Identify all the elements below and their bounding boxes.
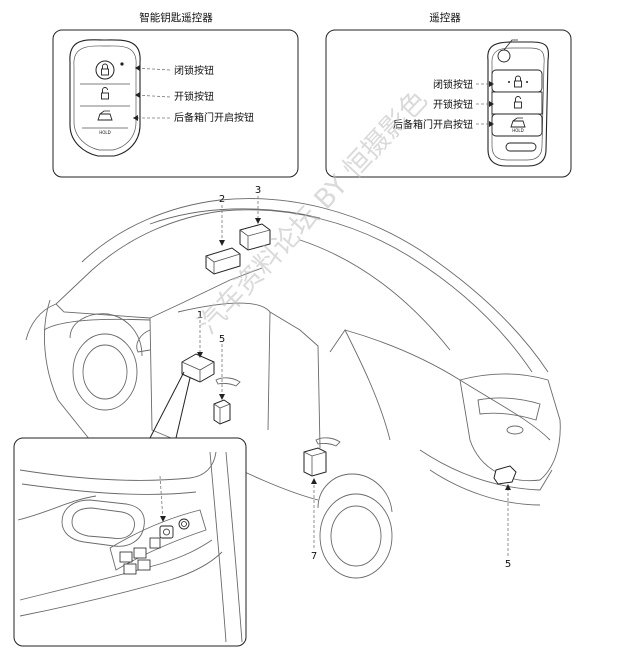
- callout-5-tailgate: 5: [505, 559, 511, 570]
- remote-fob: HOLD: [487, 39, 550, 167]
- hold-text: HOLD: [99, 130, 110, 135]
- module-1: [181, 353, 215, 383]
- door-lock-switch: [159, 518, 190, 539]
- smart-key-unlock-label: 开锁按钮: [174, 90, 214, 103]
- module-5-door: [213, 399, 231, 425]
- callout-2: 2: [219, 194, 225, 205]
- module-3: [239, 223, 271, 251]
- remote-hold-text: HOLD: [512, 128, 523, 133]
- smart-key-fob: HOLD: [69, 39, 141, 157]
- door-switch-inset: [13, 371, 247, 647]
- smart-key-trunk-label: 后备箱门开启按钮: [174, 111, 254, 124]
- remote-unlock-icon: [514, 96, 522, 109]
- remote-title: 遥控器: [429, 11, 461, 24]
- car-illustration: [25, 198, 561, 579]
- remote-trunk-icon: [510, 117, 526, 128]
- module-7: [303, 447, 327, 477]
- callout-1: 1: [197, 310, 203, 321]
- callout-5-door: 5: [219, 334, 225, 345]
- remote-trunk-label: 后备箱门开启按钮: [393, 118, 473, 131]
- lock-button-icon: [95, 60, 115, 80]
- callout-3: 3: [255, 185, 261, 196]
- remote-lock-icon: [508, 75, 528, 88]
- trunk-button-icon: [97, 110, 113, 121]
- module-5-tailgate: [493, 465, 517, 485]
- window-switch-cluster: [119, 537, 161, 575]
- remote-unlock-label: 开锁按钮: [433, 98, 473, 111]
- module-2: [205, 247, 241, 275]
- smart-key-title: 智能钥匙遥控器: [139, 11, 213, 24]
- smart-key-panel: 智能钥匙遥控器 HOLD 闭锁: [52, 11, 299, 178]
- remote-lock-label: 闭锁按钮: [433, 78, 473, 91]
- smart-key-lock-label: 闭锁按钮: [174, 64, 214, 77]
- remote-panel: 遥控器 HOLD: [325, 11, 572, 178]
- callout-7: 7: [311, 551, 317, 562]
- unlock-button-icon: [101, 87, 109, 100]
